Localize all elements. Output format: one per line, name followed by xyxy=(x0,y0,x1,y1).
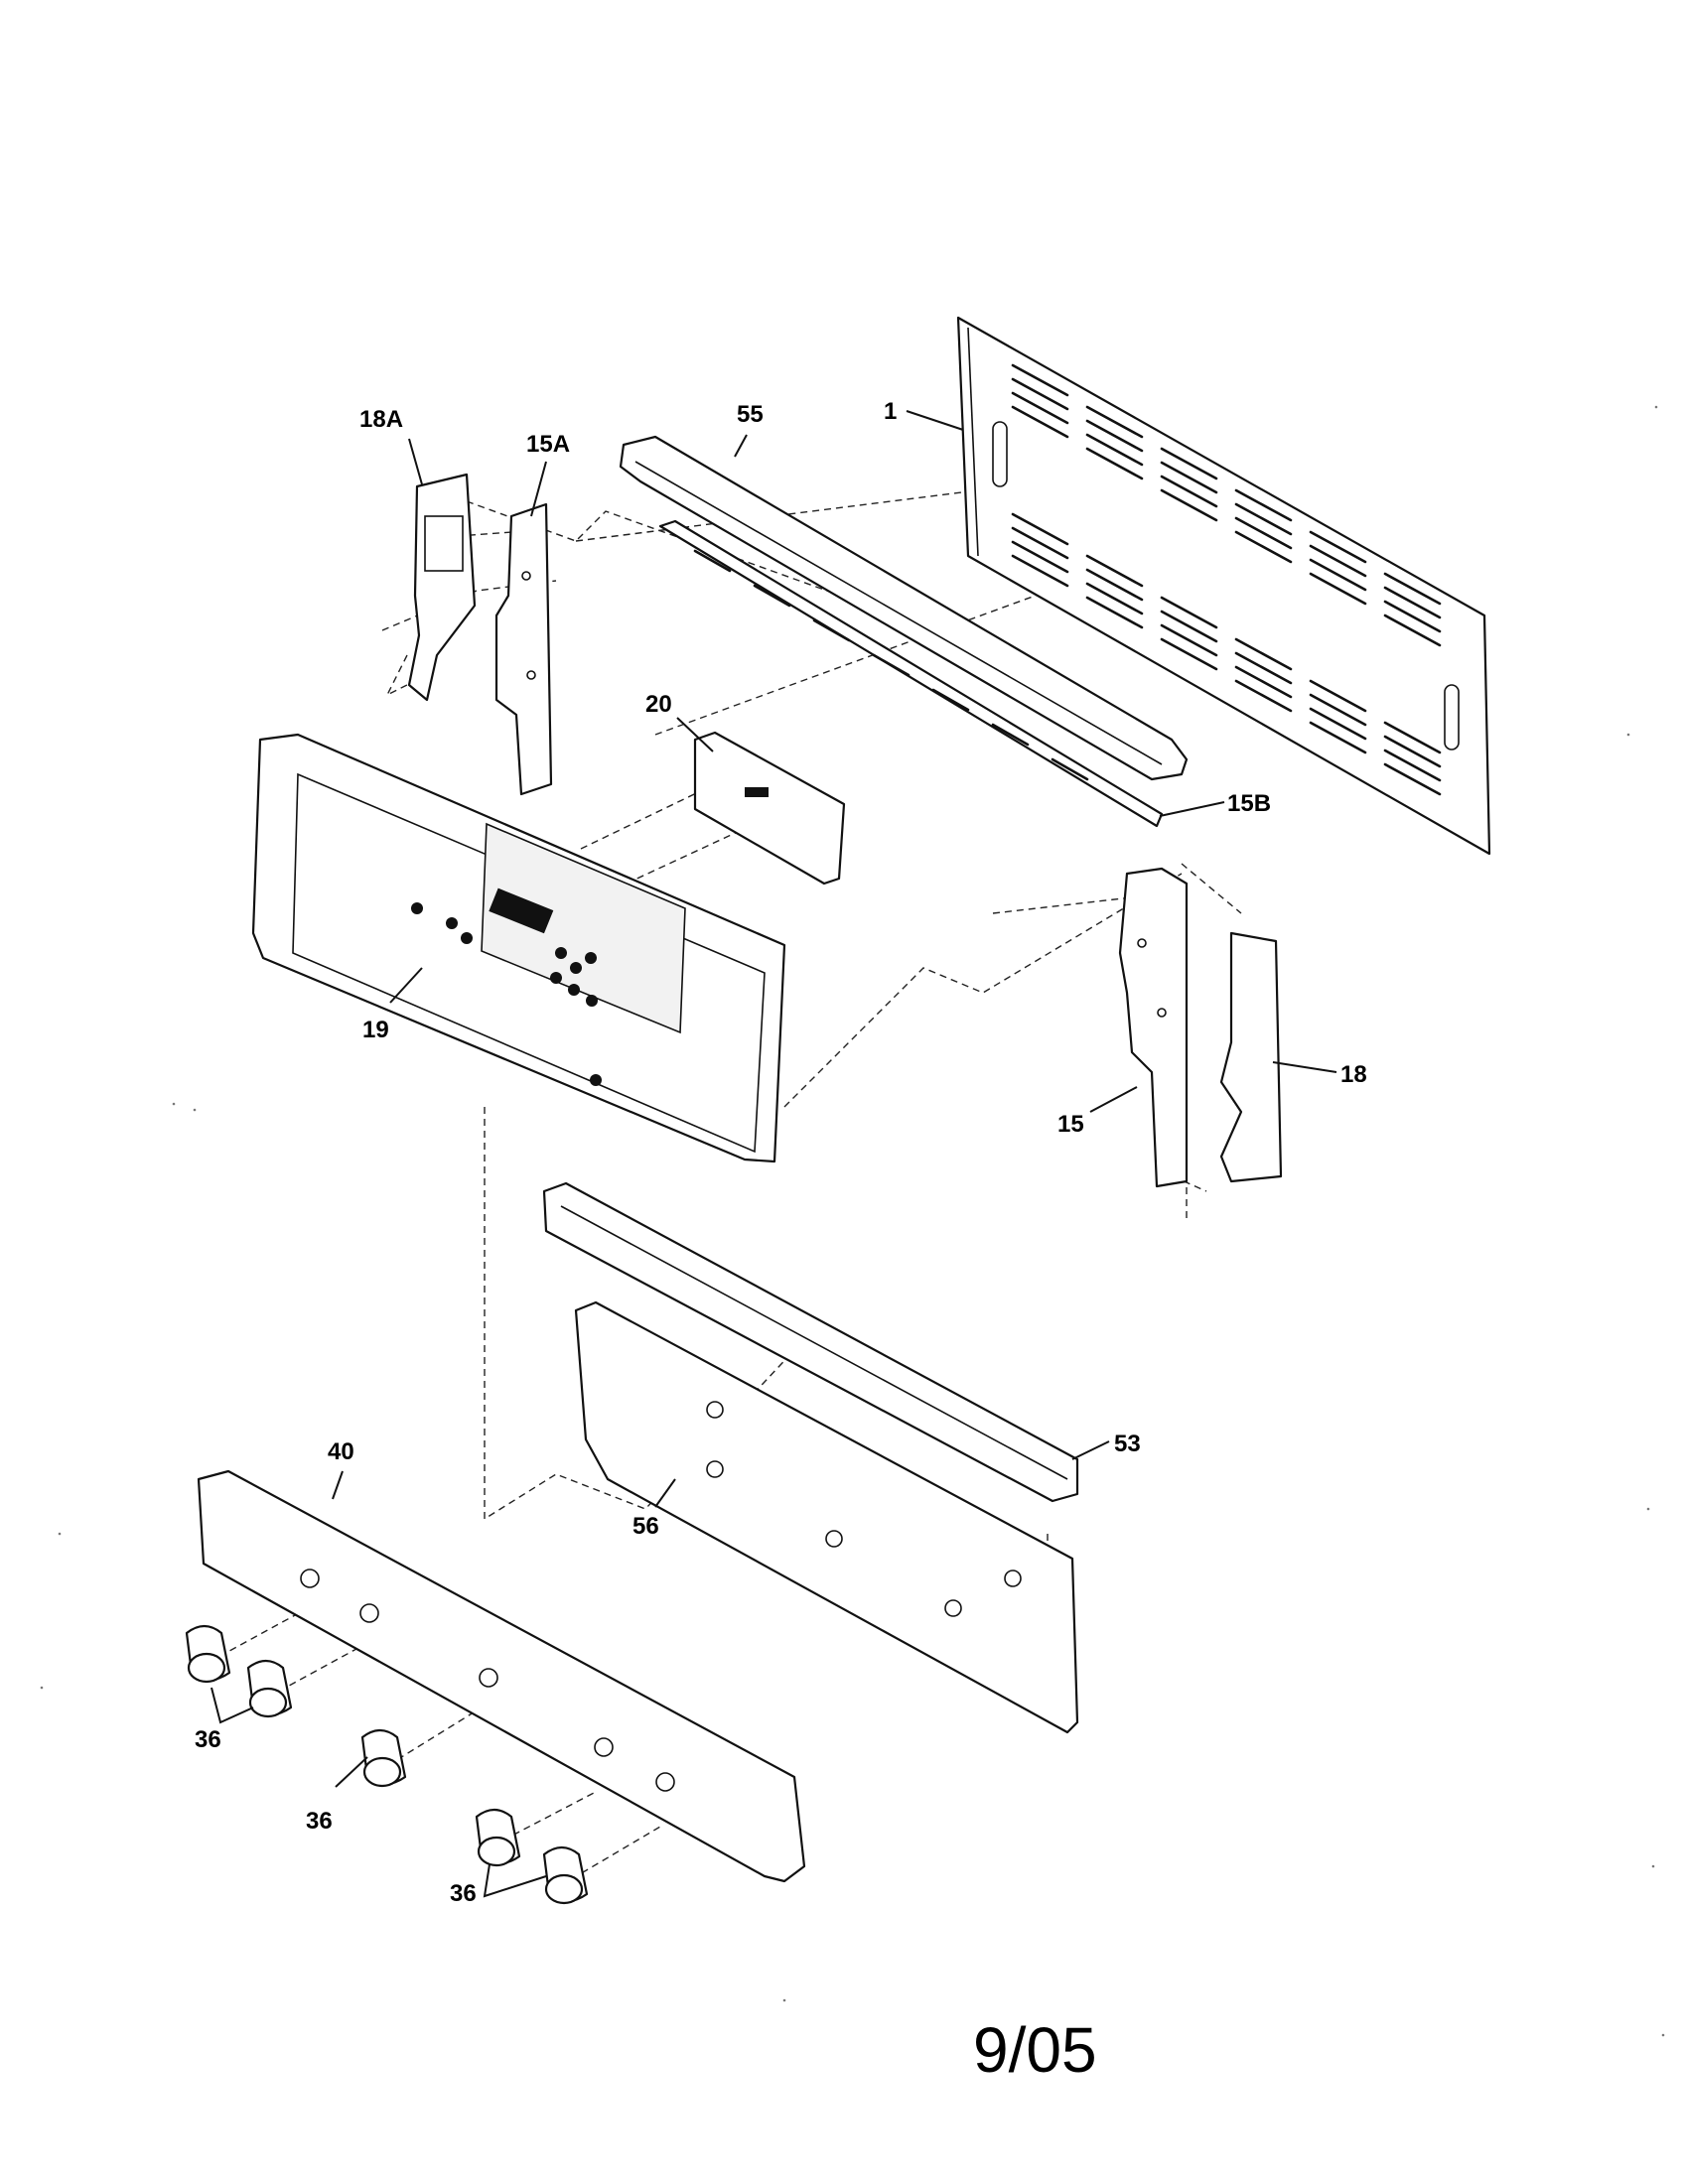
control-panel-part-19 xyxy=(251,733,786,1163)
callout-55: 55 xyxy=(737,401,764,428)
scan-specks xyxy=(40,405,1665,2037)
callout-53: 53 xyxy=(1114,1431,1141,1457)
callout-56: 56 xyxy=(632,1513,659,1540)
side-bracket-part-15a xyxy=(494,502,553,796)
backguard-part-40 xyxy=(197,1469,806,1883)
channel-rail-part-53 xyxy=(542,1181,1079,1503)
slotted-rail-part-15b xyxy=(658,519,1164,828)
knob xyxy=(246,1659,293,1718)
manifold-panel-part-56 xyxy=(574,1300,1079,1734)
leader-lines xyxy=(210,410,1337,1898)
knob xyxy=(360,1728,407,1788)
callout-15a: 15A xyxy=(526,431,570,458)
callout-19: 19 xyxy=(362,1017,389,1043)
end-bracket-part-18a xyxy=(407,473,477,702)
knob xyxy=(185,1624,231,1684)
callout-15b: 15B xyxy=(1227,790,1271,817)
knob xyxy=(475,1808,521,1867)
callout-1: 1 xyxy=(884,398,897,425)
callout-18a: 18A xyxy=(359,406,403,433)
keypad-buttons xyxy=(411,902,602,1086)
end-bracket-part-18 xyxy=(1219,931,1283,1183)
callouts: 1 18A 15A 55 20 15B 19 15 18 53 40 56 36… xyxy=(195,398,1367,1907)
top-trim-part-55 xyxy=(619,435,1189,781)
alignment-lines xyxy=(198,466,1242,1892)
control-board-part-20 xyxy=(693,731,846,886)
callout-36: 36 xyxy=(450,1880,477,1907)
callout-40: 40 xyxy=(328,1438,354,1465)
callout-36: 36 xyxy=(195,1726,221,1753)
callout-15: 15 xyxy=(1057,1111,1084,1138)
rear-panel-part-1 xyxy=(956,316,1491,856)
callout-36: 36 xyxy=(306,1808,333,1835)
vent-slots xyxy=(1011,363,1442,796)
side-bracket-part-15 xyxy=(1118,867,1189,1188)
knobs-part-36 xyxy=(185,1624,589,1905)
callout-20: 20 xyxy=(645,691,672,718)
callout-18: 18 xyxy=(1340,1061,1367,1088)
knob xyxy=(542,1845,589,1905)
date-code: 9/05 xyxy=(973,2014,1097,2086)
